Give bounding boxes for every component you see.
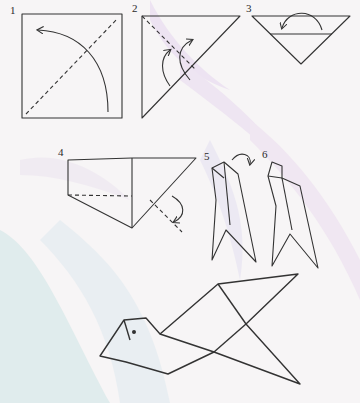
step-number: 5 bbox=[204, 150, 210, 162]
step5-fold bbox=[212, 154, 256, 262]
step6-fold bbox=[268, 162, 318, 268]
step4-fold bbox=[68, 158, 196, 232]
step-number: 4 bbox=[58, 146, 64, 158]
step-number: 2 bbox=[132, 2, 138, 14]
step-number: 6 bbox=[262, 148, 268, 160]
step3-triangle bbox=[252, 13, 350, 64]
step-number: 3 bbox=[246, 2, 252, 14]
step-number: 1 bbox=[10, 4, 16, 16]
step2-triangle bbox=[142, 16, 240, 118]
step1-square bbox=[22, 14, 122, 118]
finished-bird bbox=[100, 274, 300, 384]
